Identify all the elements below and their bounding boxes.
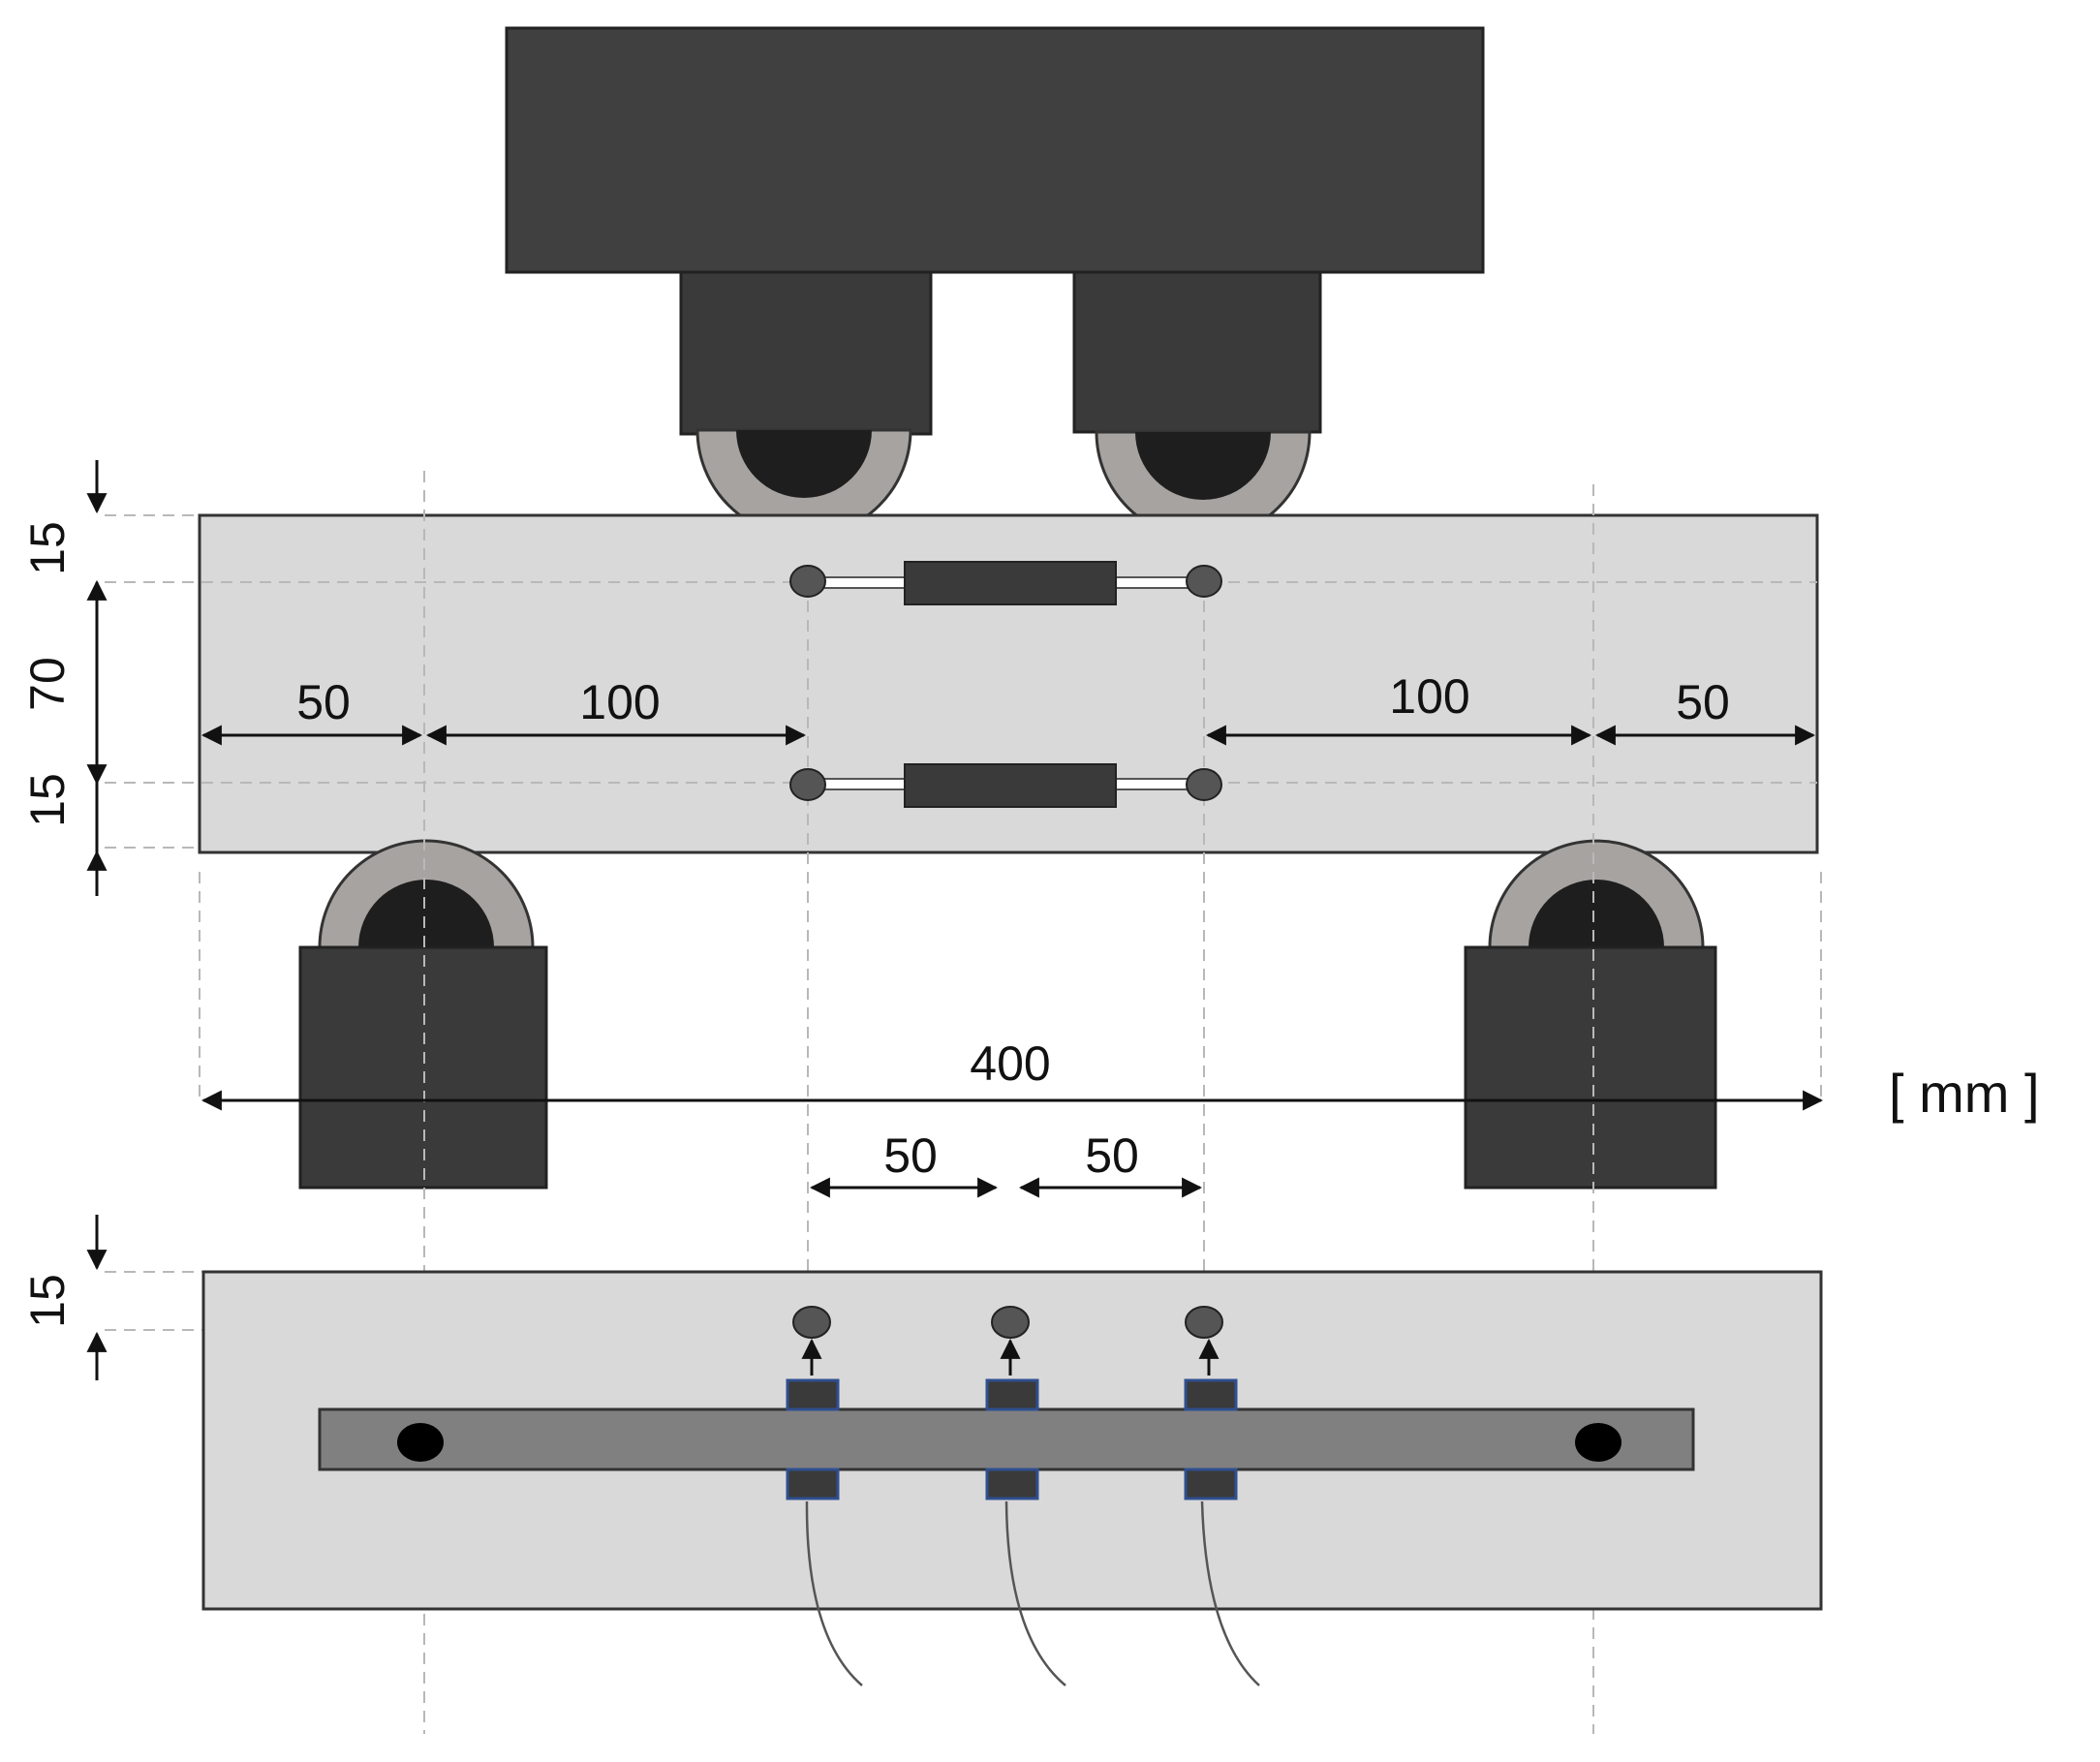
dim-right-shear-span: 100 xyxy=(1389,669,1469,724)
support-roller-left xyxy=(318,839,535,949)
loading-roller-left xyxy=(695,428,912,539)
units-label: [ mm ] xyxy=(1889,1063,2040,1124)
loading-crosshead xyxy=(505,26,1485,274)
strain-gauge-top xyxy=(789,561,1222,605)
dim-left-overhang: 50 xyxy=(296,675,351,729)
strain-gauge-bottom xyxy=(789,763,1222,808)
rebar-bar xyxy=(318,1407,1695,1471)
support-block-left xyxy=(298,945,548,1190)
loading-roller-right xyxy=(1095,430,1312,541)
loading-block-left xyxy=(679,270,933,436)
loading-block-right xyxy=(1072,270,1322,434)
dim-bottom-view-edge: 15 xyxy=(20,1274,75,1328)
sensor-right xyxy=(1184,1306,1260,1686)
rebar-anchor-left xyxy=(397,1423,444,1462)
dim-lever-arm: 70 xyxy=(20,657,75,711)
dim-right-overhang: 50 xyxy=(1676,675,1730,729)
sensor-left xyxy=(786,1306,863,1686)
horizontal-dimension-lines xyxy=(201,725,1824,1198)
support-roller-right xyxy=(1488,839,1705,949)
dim-sensor-spacing-left: 50 xyxy=(883,1128,938,1183)
dim-left-shear-span: 100 xyxy=(579,675,660,729)
sensor-middle xyxy=(985,1306,1066,1686)
support-block-right xyxy=(1464,945,1717,1190)
dim-top-cover: 15 xyxy=(20,521,75,575)
dim-total-length: 400 xyxy=(970,1036,1050,1091)
rebar-anchor-right xyxy=(1575,1423,1621,1462)
dim-sensor-spacing-right: 50 xyxy=(1085,1128,1139,1183)
dim-bottom-cover: 15 xyxy=(20,773,75,827)
